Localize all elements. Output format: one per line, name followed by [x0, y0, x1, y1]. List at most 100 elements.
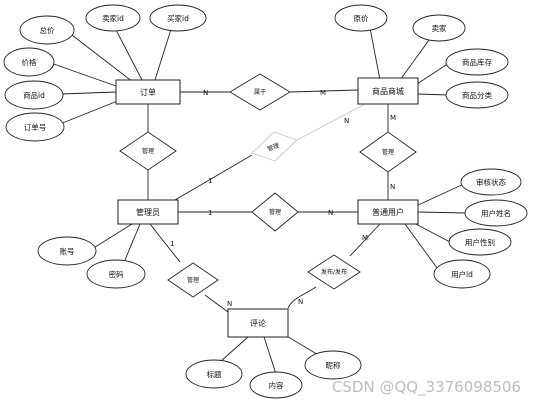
edge-user-publishrel: [349, 223, 381, 257]
attr-user-status: 审核状态: [460, 168, 522, 196]
svg-text:用户姓名: 用户姓名: [481, 208, 511, 218]
edge-order-buyerid: [114, 27, 143, 81]
entity-order: 订单: [115, 79, 181, 105]
svg-text:评论: 评论: [250, 318, 266, 328]
svg-text:属于: 属于: [254, 89, 266, 96]
svg-text:用户性别: 用户性别: [465, 237, 495, 247]
attr-product-seller: 卖家: [412, 14, 466, 42]
attr-product-stock: 商品库存: [445, 48, 509, 76]
attr-order-total: 总价: [19, 15, 75, 45]
card-product-rel: M: [390, 114, 396, 122]
svg-text:商品商城: 商品商城: [372, 86, 404, 96]
rel-admin-user: 管理: [251, 192, 299, 232]
svg-text:卖家: 卖家: [432, 23, 447, 33]
svg-text:管理: 管理: [142, 147, 154, 155]
rel-belongs: 属于: [229, 73, 291, 111]
attr-product-category: 商品分类: [445, 81, 509, 109]
svg-text:普通用户: 普通用户: [372, 207, 404, 217]
card-user-rel-comment: M: [362, 234, 368, 242]
rel-product-user: 管理: [359, 131, 417, 173]
entity-admin: 管理员: [117, 199, 179, 225]
entity-product: 商品商城: [357, 77, 419, 105]
card-belongs-product: M: [320, 89, 326, 97]
attr-order-buyer-id: 卖家id: [85, 4, 141, 32]
edge-comment-title: [219, 336, 249, 363]
svg-text:原价: 原价: [354, 14, 369, 23]
card-admin-rel: 1: [208, 209, 212, 217]
card-order-belongs: N: [203, 89, 208, 97]
edge-admin-fadedrel: [174, 154, 253, 201]
attr-order-product-id: 商品id: [4, 80, 64, 110]
rel-admin-comment: 管理: [167, 262, 219, 298]
svg-text:商品库存: 商品库存: [462, 57, 492, 67]
svg-text:总价: 总价: [40, 25, 55, 35]
edge-admin-commentrel: [149, 223, 181, 263]
card-rel-comment: N: [227, 300, 232, 308]
attr-comment-content: 内容: [249, 371, 303, 399]
rel-admin-product: 管理: [251, 131, 298, 162]
svg-text:密码: 密码: [109, 269, 124, 279]
edge-order-productid: [61, 91, 117, 95]
attr-comment-nickname: 昵称: [304, 350, 362, 380]
edge-product-category: [416, 93, 450, 96]
attr-order-price: 价格: [3, 47, 55, 77]
svg-text:发布/发布: 发布/发布: [321, 268, 347, 276]
card-admin-product: 1: [208, 177, 212, 185]
svg-text:价格: 价格: [22, 57, 37, 67]
edge-user-status: [415, 182, 467, 207]
edge-order-total: [67, 31, 134, 83]
entity-comment: 评论: [227, 308, 289, 338]
edge-order-sellerid: [154, 25, 173, 81]
edge-comment-content: [263, 336, 277, 375]
svg-text:商品id: 商品id: [23, 90, 45, 100]
edge-product-stock: [416, 62, 450, 85]
svg-text:商品分类: 商品分类: [462, 90, 492, 100]
svg-text:昵称: 昵称: [326, 360, 341, 370]
card-comment-rel-user: N: [298, 298, 303, 306]
svg-text:审核状态: 审核状态: [476, 177, 506, 187]
svg-text:订单号: 订单号: [24, 122, 47, 132]
attr-admin-password: 密码: [86, 259, 146, 289]
svg-text:管理: 管理: [187, 276, 199, 284]
edge-order-price: [47, 61, 117, 87]
watermark-text: CSDN @QQ_3376098506: [332, 378, 521, 397]
svg-text:管理员: 管理员: [136, 207, 160, 217]
edges: [47, 25, 467, 375]
rel-admin-order: 管理: [119, 131, 177, 171]
entity-user: 普通用户: [357, 199, 419, 225]
attr-order-seller-id: 买家id: [149, 4, 207, 32]
attr-user-name: 用户姓名: [464, 199, 528, 227]
card-rel-user: N: [390, 183, 395, 191]
cardinalities: N M N 1 M N 1 N 1 N N M: [170, 89, 396, 308]
card-admin-rel-comment: 1: [170, 240, 174, 248]
attr-user-id: 用户id: [433, 259, 491, 289]
svg-text:管理: 管理: [382, 148, 394, 156]
svg-text:管理: 管理: [269, 208, 281, 216]
svg-text:账号: 账号: [60, 247, 75, 256]
edge-user-name: [417, 211, 467, 214]
edge-publishrel-comment: [287, 286, 317, 309]
edge-admin-account: [91, 223, 133, 250]
svg-text:订单: 订单: [140, 87, 156, 97]
attr-product-price: 原价: [334, 4, 388, 32]
edge-user-id: [404, 223, 441, 273]
edge-product-price: [369, 27, 381, 81]
card-rel-user2: N: [328, 209, 333, 217]
edge-product-seller: [399, 35, 433, 81]
edge-user-gender: [411, 221, 451, 243]
attr-comment-title: 标题: [185, 359, 243, 389]
edge-belongs-product: [289, 89, 359, 93]
svg-text:用户id: 用户id: [451, 269, 473, 279]
edge-order-no: [59, 99, 121, 125]
attr-admin-account: 账号: [37, 236, 97, 266]
svg-text:卖家id: 卖家id: [102, 13, 124, 23]
attr-order-no: 订单号: [5, 112, 65, 142]
svg-text:买家id: 买家id: [167, 13, 189, 23]
attr-user-gender: 用户性别: [448, 228, 512, 256]
svg-text:管理: 管理: [266, 141, 280, 153]
card-product-admin: N: [344, 117, 349, 125]
rel-user-comment: 发布/发布: [307, 254, 361, 290]
svg-text:内容: 内容: [269, 380, 284, 390]
svg-text:标题: 标题: [207, 369, 222, 379]
